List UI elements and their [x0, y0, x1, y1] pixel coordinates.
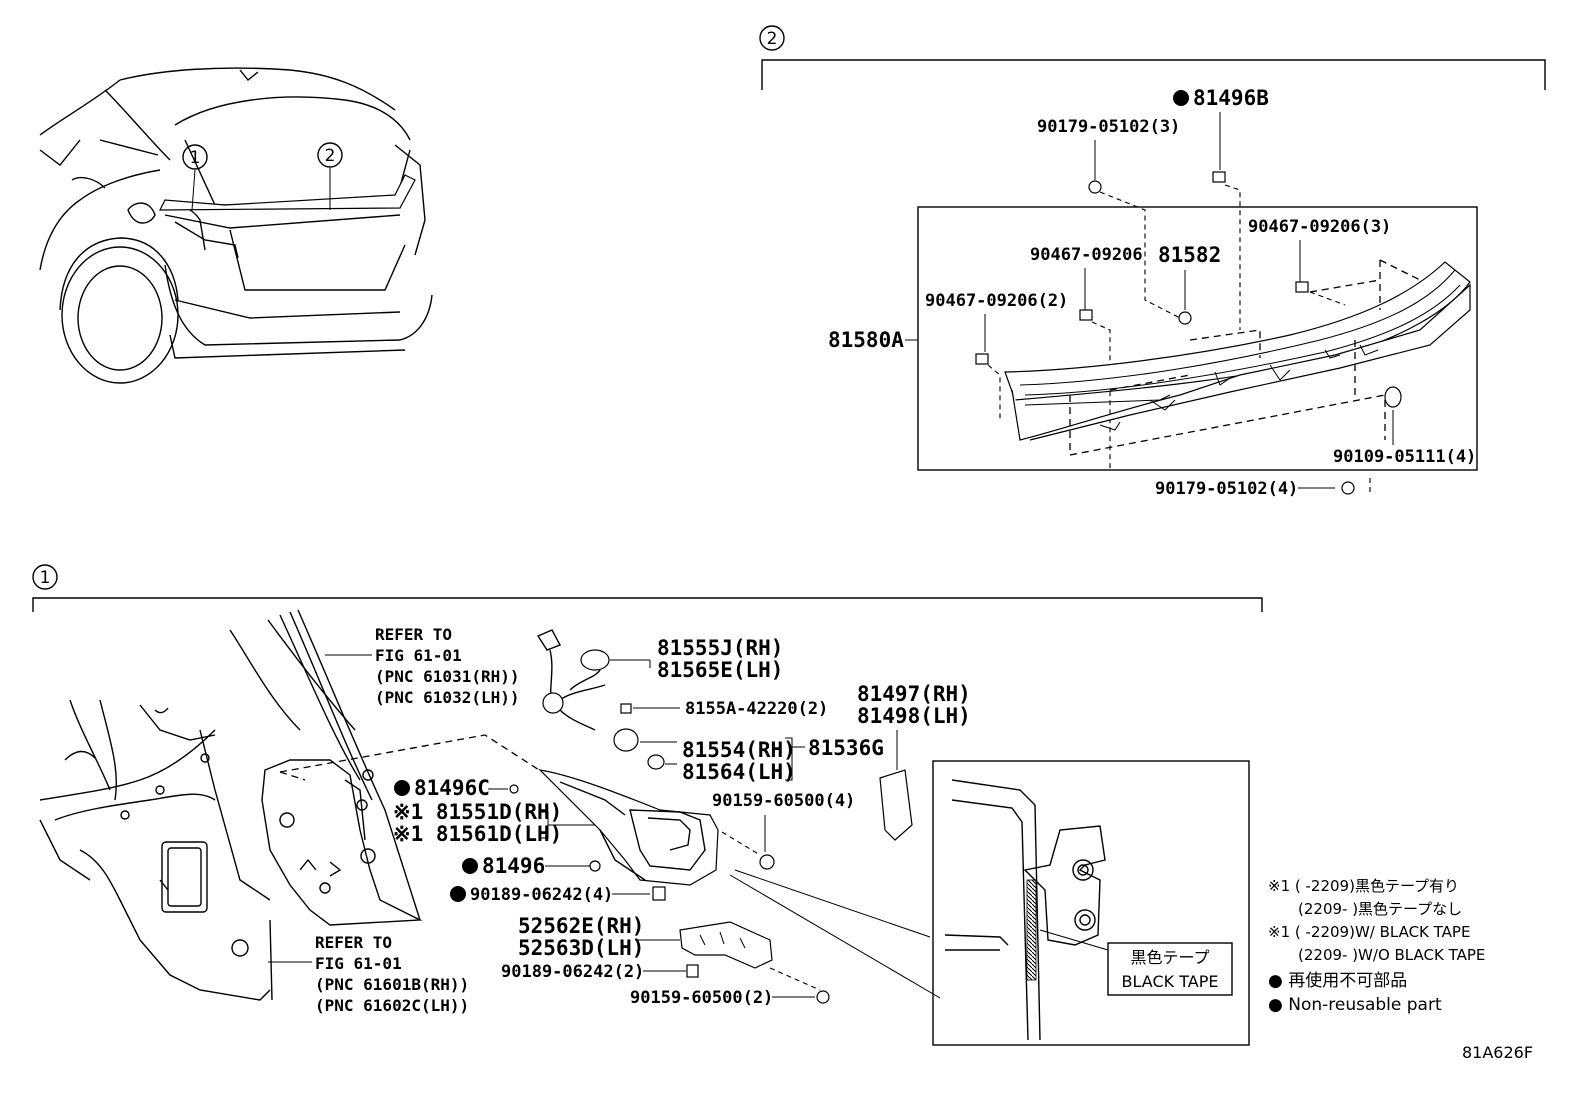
part-90179-05102-4[interactable]: 90179-05102(4)	[1155, 479, 1298, 499]
note-3: ※1 ( -2209)W/ BLACK TAPE	[1268, 923, 1470, 941]
svg-text:(PNC 61602C(LH)): (PNC 61602C(LH))	[315, 996, 469, 1015]
part-90189-06242-4[interactable]: 90189-06242(4)	[470, 885, 613, 905]
garnish-frame	[917, 206, 1478, 471]
clip-icon	[1384, 386, 1402, 408]
svg-text:(PNC 61601B(RH)): (PNC 61601B(RH))	[315, 975, 469, 994]
part-52563D[interactable]: 52563D(LH)	[518, 936, 644, 960]
clip-icon	[1079, 309, 1093, 321]
clip-icon	[509, 784, 519, 794]
rear-combination-lamp	[538, 769, 719, 886]
clip-icon	[975, 353, 989, 365]
part-90159-60500-4[interactable]: 90159-60500(4)	[712, 791, 855, 811]
socket-icon	[542, 692, 564, 714]
nut-icon	[759, 854, 775, 870]
note-2: (2209- )黒色テープなし	[1298, 900, 1462, 918]
part-90109-05111-4[interactable]: 90109-05111(4)	[1333, 447, 1476, 467]
callout-2-label: 2	[325, 146, 336, 166]
non-reusable-dot-icon	[394, 780, 410, 796]
refer-to-61031[interactable]: REFER TO FIG 61-01 (PNC 61031(RH)) (PNC …	[375, 625, 520, 707]
part-90467-09206[interactable]: 90467-09206	[1030, 245, 1143, 265]
svg-text:REFER TO: REFER TO	[375, 625, 452, 644]
svg-text:FIG 61-01: FIG 61-01	[315, 954, 402, 973]
grommet-icon	[1178, 311, 1192, 325]
part-81582[interactable]: 81582	[1158, 243, 1221, 267]
part-90179-05102-3[interactable]: 90179-05102(3)	[1037, 117, 1180, 137]
svg-text:REFER TO: REFER TO	[315, 933, 392, 952]
svg-text:FIG 61-01: FIG 61-01	[375, 646, 462, 665]
part-81564[interactable]: 81564(LH)	[682, 760, 796, 784]
part-81496[interactable]: 81496	[482, 854, 545, 878]
part-81554[interactable]: 81554(RH)	[682, 738, 796, 762]
refer-to-61601B[interactable]: REFER TO FIG 61-01 (PNC 61601B(RH)) (PNC…	[315, 933, 469, 1015]
part-81555J[interactable]: 81555J(RH)	[657, 636, 783, 660]
black-tape-strip	[1026, 879, 1037, 981]
garnish-lower-panel	[1011, 283, 1471, 441]
note-4: (2209- )W/O BLACK TAPE	[1298, 946, 1485, 964]
part-90159-60500-2[interactable]: 90159-60500(2)	[630, 988, 773, 1008]
part-81561D[interactable]: ※1 81561D(LH)	[393, 822, 562, 846]
part-81551D[interactable]: ※1 81551D(RH)	[393, 800, 562, 824]
section-1-marker: 1	[40, 568, 51, 588]
illustration-code: 81A626F	[1462, 1043, 1533, 1062]
part-81498[interactable]: 81498(LH)	[857, 704, 971, 728]
part-90467-09206-2[interactable]: 90467-09206(2)	[925, 291, 1068, 311]
part-81496B[interactable]: 81496B	[1193, 86, 1269, 110]
bracket-81497	[879, 769, 913, 841]
clip-icon	[1295, 281, 1309, 293]
part-81497[interactable]: 81497(RH)	[857, 682, 971, 706]
black-tape-detail	[932, 760, 1250, 1046]
bulb-socket-icon	[580, 649, 610, 671]
black-tape-label-box	[1107, 942, 1233, 996]
part-90189-06242-2[interactable]: 90189-06242(2)	[501, 962, 644, 982]
part-81536G[interactable]: 81536G	[808, 736, 884, 760]
svg-text:(PNC 61032(LH)): (PNC 61032(LH))	[375, 688, 520, 707]
back-door-garnish	[1004, 261, 1471, 401]
retainer-bracket	[679, 921, 773, 969]
non-reusable-dot-icon	[450, 886, 466, 902]
black-tape-jp: 黒色テープ	[1130, 948, 1209, 967]
part-8155A-42220[interactable]: 8155A-42220(2)	[685, 699, 828, 719]
socket-icon	[613, 728, 639, 752]
section-1: 1 REFER TO	[32, 564, 1263, 1046]
black-tape-en: BLACK TAPE	[1122, 972, 1219, 991]
part-81565E[interactable]: 81565E(LH)	[657, 658, 783, 682]
nut-icon	[1341, 481, 1355, 495]
part-52562E[interactable]: 52562E(RH)	[518, 914, 644, 938]
section-2-marker: 2	[767, 29, 778, 49]
part-81580A[interactable]: 81580A	[828, 328, 904, 352]
bulb-icon	[647, 754, 665, 770]
part-90467-09206-3[interactable]: 90467-09206(3)	[1248, 217, 1391, 237]
part-81496C[interactable]: 81496C	[414, 776, 490, 800]
screw-icon	[686, 964, 699, 978]
note-5: ● 再使用不可部品	[1268, 970, 1407, 991]
clip-icon	[1212, 171, 1226, 183]
legend-notes: ※1 ( -2209)黒色テープ有り (2209- )黒色テープなし ※1 ( …	[1268, 877, 1485, 1015]
section-2: 2 81496B 90179-05102(3) 90467-09206(3) 9…	[759, 25, 1546, 499]
non-reusable-dot-icon	[1173, 90, 1189, 106]
note-1: ※1 ( -2209)黒色テープ有り	[1268, 877, 1459, 895]
clip-icon	[589, 860, 601, 872]
screw-icon	[652, 886, 666, 901]
callout-1-label: 1	[190, 148, 201, 168]
vehicle-overview: 1 2	[39, 67, 433, 384]
note-6: ● Non-reusable part	[1268, 995, 1442, 1015]
non-reusable-dot-icon	[462, 858, 478, 874]
svg-text:(PNC 61031(RH)): (PNC 61031(RH))	[375, 667, 520, 686]
nut-icon	[1088, 180, 1102, 194]
nut-icon	[816, 990, 830, 1004]
screw-icon	[620, 703, 632, 714]
